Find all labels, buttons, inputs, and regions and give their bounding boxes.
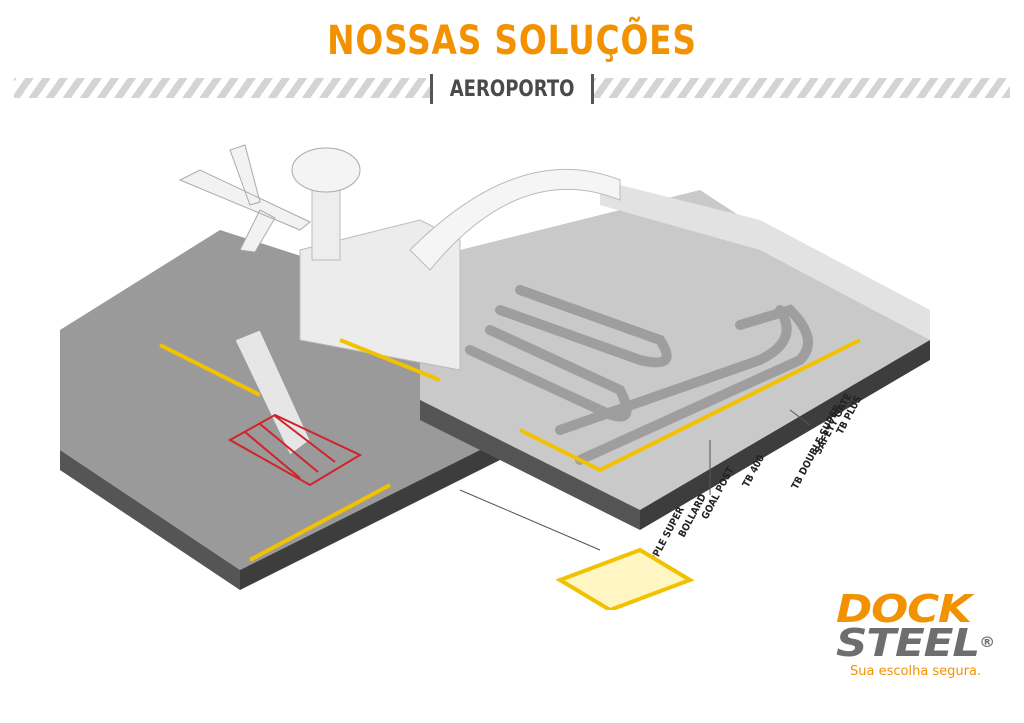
terminal-roof [409, 168, 621, 271]
page-subtitle: AEROPORTO [449, 76, 575, 102]
subtitle-box: AEROPORTO [430, 74, 594, 104]
restricted-zone [227, 413, 363, 487]
hazard-stripe-left [14, 78, 430, 98]
dock-steel-logo: DOCK STEEL® Sua escolha segura. [836, 590, 996, 679]
baggage-conveyors [465, 285, 813, 465]
page-title: NOSSAS SOLUÇÕES [327, 18, 697, 64]
brand-dock: DOCK [836, 587, 972, 631]
airplane [178, 144, 311, 253]
brand-steel-text: STEEL [836, 621, 980, 665]
hangar-floor-front [640, 340, 930, 530]
safety-barriers [159, 338, 861, 473]
brand-tagline: Sua escolha segura. [850, 664, 982, 679]
ground-slab-left-front [60, 450, 240, 590]
registered-mark: ® [979, 635, 995, 651]
ground-marking-line [249, 483, 391, 562]
airport-illustration: TB PLUS SAFETY GATE TB DOUBLE SUPER TB 4… [60, 144, 930, 610]
hangar-floor-left [420, 400, 640, 530]
hangar-floor [420, 190, 930, 510]
control-tower-cab [291, 147, 361, 193]
leader-lines [459, 409, 811, 551]
control-tower-shaft [311, 179, 341, 261]
ground-slab-left-side [240, 440, 500, 590]
hangar-back-wall [600, 180, 930, 340]
hazard-stripe-right [594, 78, 1010, 98]
flex-floor-badge [555, 547, 695, 610]
brand-steel: STEEL® [836, 624, 1020, 662]
